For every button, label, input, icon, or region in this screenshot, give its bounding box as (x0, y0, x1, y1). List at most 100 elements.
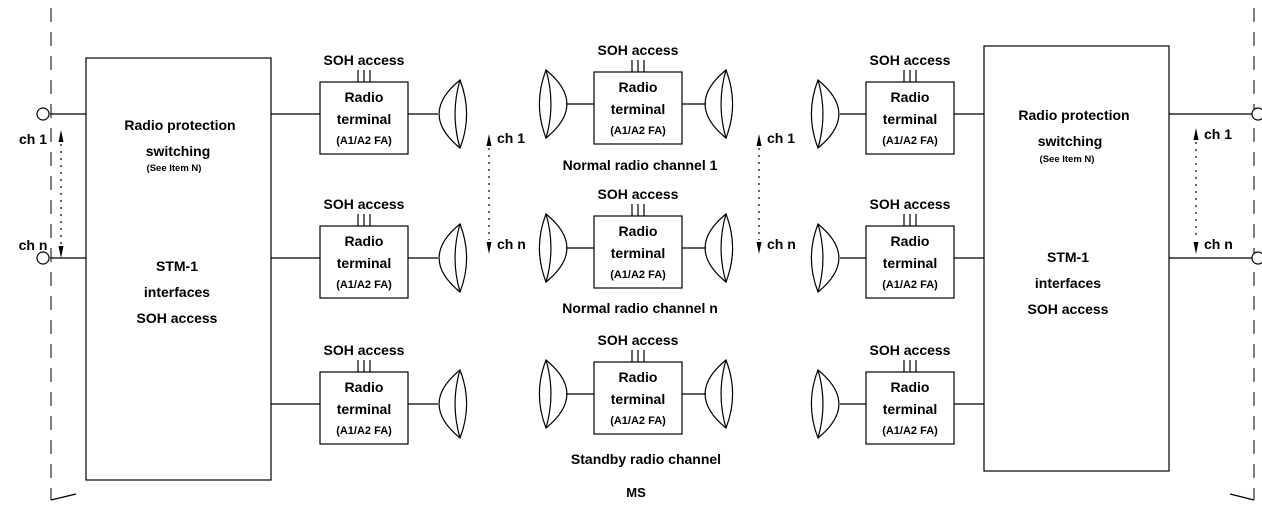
channel-indicator: ch 1 ch n (756, 130, 796, 254)
terminal-label-2: terminal (883, 401, 937, 417)
ch-1-label: ch 1 (497, 130, 525, 146)
port-circle (36, 107, 50, 121)
terminal-box (593, 71, 683, 145)
antenna-icon (810, 369, 840, 439)
left-switch-note: (See Item N) (147, 163, 202, 174)
terminal-label-3: (A1/A2 FA) (882, 425, 938, 437)
antenna-icon (704, 69, 734, 139)
antenna-icon (438, 369, 468, 439)
channel-label-normal-n: Normal radio channel n (562, 300, 718, 316)
terminal-box (865, 81, 955, 155)
terminal-box (319, 371, 409, 445)
terminal-label-3: (A1/A2 FA) (336, 279, 392, 291)
ch-n-label: ch n (19, 237, 48, 253)
right-switch-iface-2: interfaces (1035, 275, 1101, 291)
antenna-icon (438, 79, 468, 149)
ch-n-label: ch n (1204, 236, 1233, 252)
terminal-label-3: (A1/A2 FA) (610, 125, 666, 137)
left-protection-switch: Radio protection switching (See Item N) … (85, 57, 272, 481)
soh-access-label: SOH access (324, 196, 405, 212)
right-switch-box (983, 45, 1170, 472)
arrow-down-icon (486, 242, 492, 254)
terminal-label-1: Radio (345, 89, 384, 105)
port-circle (1251, 251, 1262, 265)
left-boundary-corner (50, 493, 77, 501)
terminal-box (865, 225, 955, 299)
arrow-down-icon (1193, 242, 1199, 254)
terminal-label-1: Radio (619, 79, 658, 95)
terminal-label-2: terminal (337, 401, 391, 417)
ch-n-label: ch n (767, 236, 796, 252)
right-switch-title-2: switching (1038, 133, 1103, 149)
right-protection-switch: Radio protection switching (See Item N) … (983, 45, 1170, 472)
terminal-label-2: terminal (611, 245, 665, 261)
port-circle (1251, 107, 1262, 121)
antenna-icon (704, 359, 734, 429)
terminal-box (593, 361, 683, 435)
soh-access-label: SOH access (870, 342, 951, 358)
soh-access-label: SOH access (870, 52, 951, 68)
terminal-label-2: terminal (883, 255, 937, 271)
antenna-icon (538, 213, 568, 283)
arrow-up-icon (58, 130, 64, 142)
antennas (438, 69, 840, 439)
left-switch-iface-2: interfaces (144, 284, 210, 300)
ch-1-label: ch 1 (767, 130, 795, 146)
soh-access-label: SOH access (598, 42, 679, 58)
arrow-up-icon (1193, 128, 1199, 140)
left-switch-box (85, 57, 272, 481)
ms-label: MS (626, 485, 646, 500)
terminal-label-1: Radio (619, 223, 658, 239)
terminal-label-1: Radio (619, 369, 658, 385)
right-boundary-corner (1229, 493, 1255, 501)
left-switch-title-1: Radio protection (124, 117, 235, 133)
arrow-down-icon (58, 246, 64, 258)
terminal-label-2: terminal (337, 255, 391, 271)
channel-label-standby: Standby radio channel (571, 451, 721, 467)
terminal-box (319, 225, 409, 299)
terminal-label-1: Radio (891, 233, 930, 249)
antenna-icon (538, 69, 568, 139)
terminal-label-3: (A1/A2 FA) (336, 425, 392, 437)
terminal-label-2: terminal (611, 101, 665, 117)
soh-access-label: SOH access (324, 52, 405, 68)
channel-label-normal-1: Normal radio channel 1 (563, 157, 718, 173)
arrow-up-icon (486, 134, 492, 146)
channel-indicator: ch 1ch n (486, 130, 526, 254)
arrow-down-icon (756, 242, 762, 254)
arrow-up-icon (756, 134, 762, 146)
terminal-label-2: terminal (883, 111, 937, 127)
antenna-icon (810, 223, 840, 293)
port-circle (36, 251, 50, 265)
terminal-label-1: Radio (891, 89, 930, 105)
soh-access-label: SOH access (598, 332, 679, 348)
channel-indicators: ch 1ch nch 1ch nch 1ch nch 1ch n (19, 126, 1233, 258)
terminal-label-3: (A1/A2 FA) (336, 135, 392, 147)
terminal-label-3: (A1/A2 FA) (882, 135, 938, 147)
antenna-icon (438, 223, 468, 293)
soh-access-label: SOH access (598, 186, 679, 202)
terminal-label-3: (A1/A2 FA) (610, 269, 666, 281)
antenna-icon (810, 79, 840, 149)
terminal-label-3: (A1/A2 FA) (610, 415, 666, 427)
terminal-label-1: Radio (891, 379, 930, 395)
terminal-label-3: (A1/A2 FA) (882, 279, 938, 291)
antenna-icon (704, 213, 734, 283)
left-switch-iface-1: STM-1 (156, 258, 198, 274)
terminal-label-2: terminal (337, 111, 391, 127)
terminal-label-1: Radio (345, 379, 384, 395)
terminal-box (593, 215, 683, 289)
channel-indicator: ch 1ch n (1193, 126, 1233, 254)
terminal-box (865, 371, 955, 445)
ch-1-label: ch 1 (19, 131, 47, 147)
